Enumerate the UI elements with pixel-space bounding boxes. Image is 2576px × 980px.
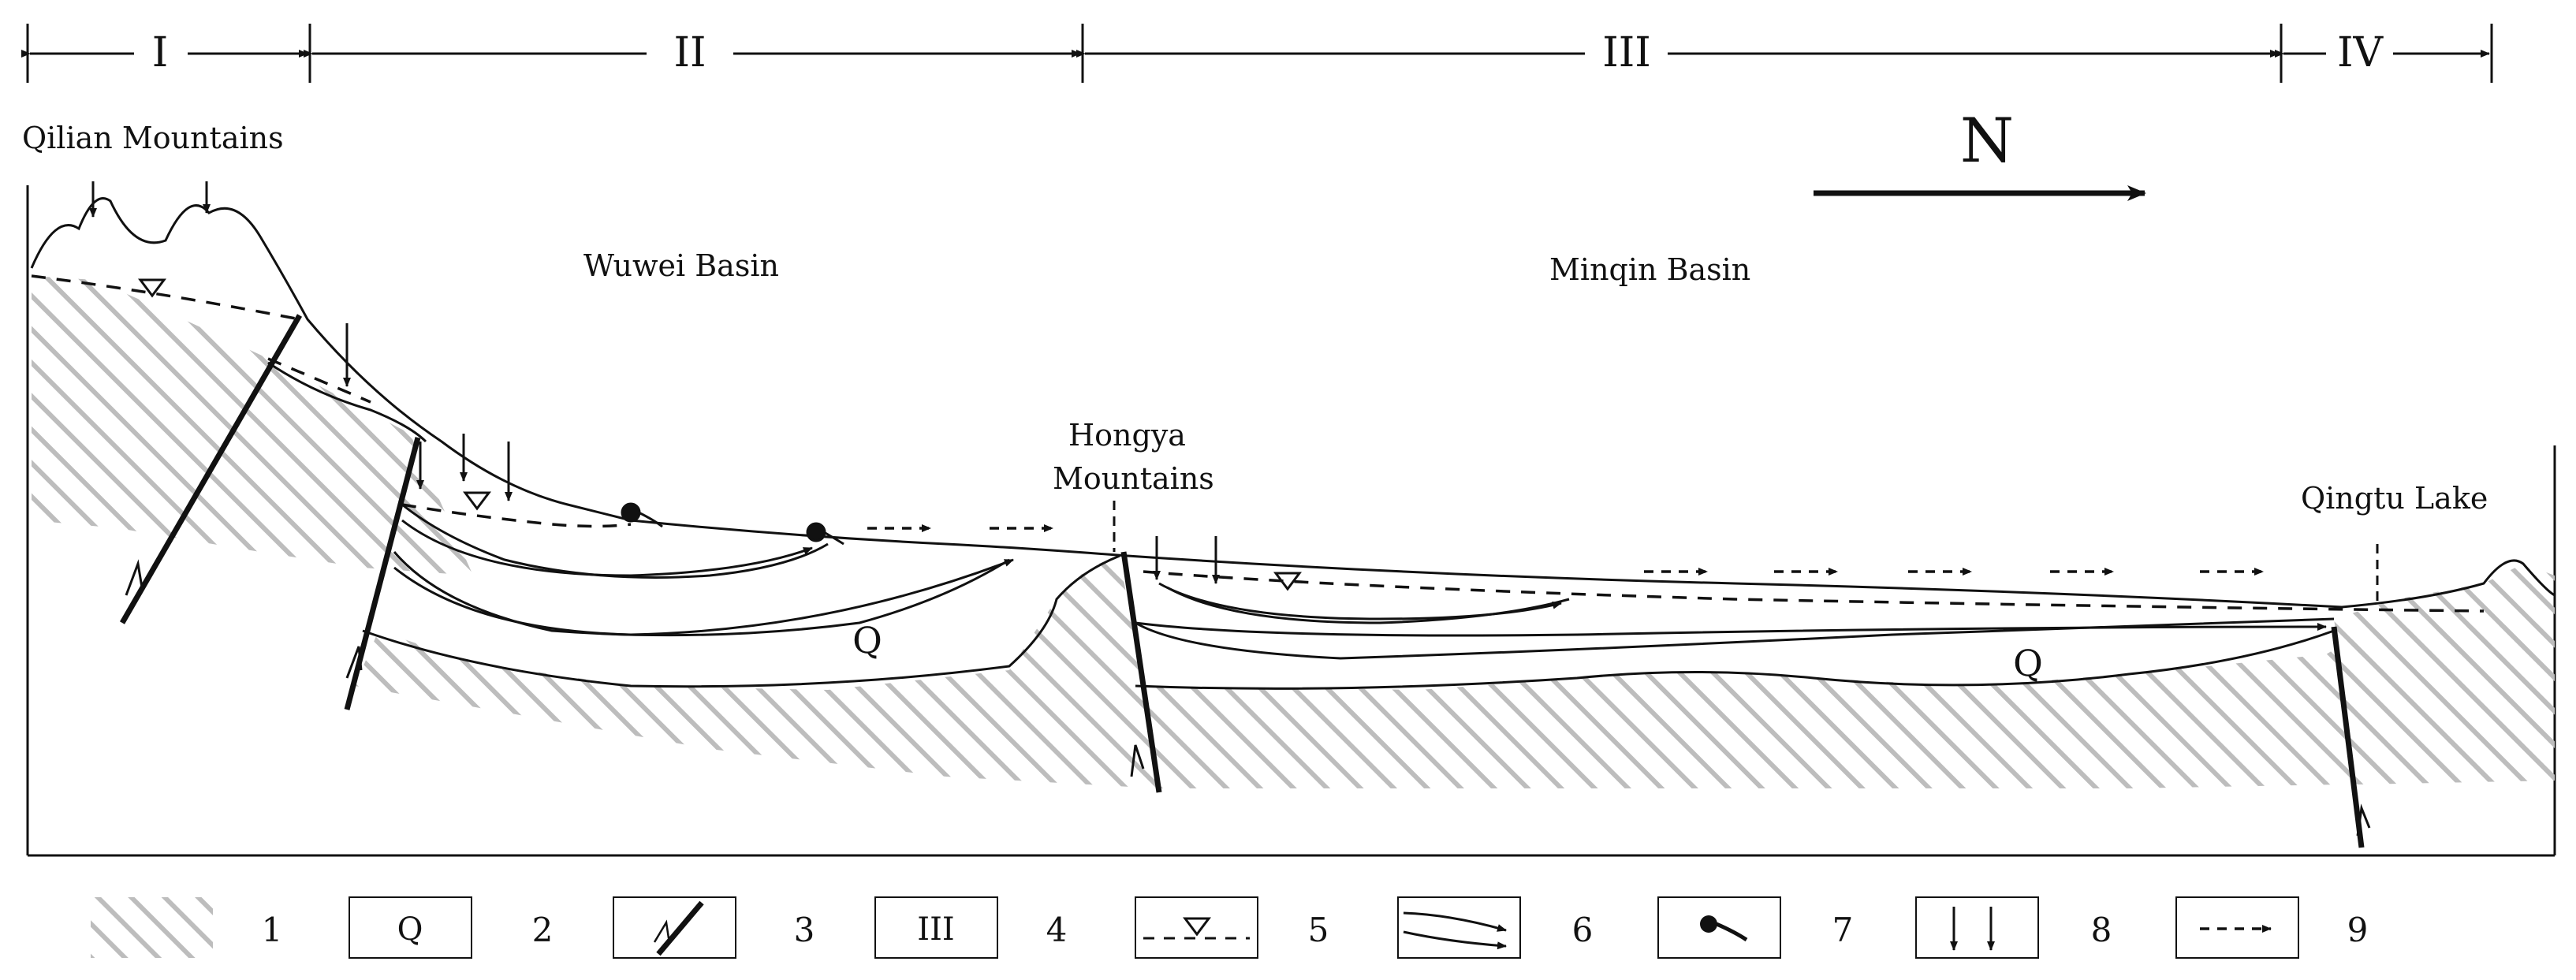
legend-fault-arrow-icon bbox=[653, 919, 670, 943]
location-ticks bbox=[1113, 501, 2379, 603]
legend-flow-icon bbox=[1403, 911, 1507, 932]
label-qilian-mountains: Qilian Mountains bbox=[22, 121, 284, 155]
legend-num-2: 2 bbox=[532, 911, 554, 949]
legend-num-8: 8 bbox=[2091, 911, 2112, 949]
legend-box-recharge bbox=[1915, 896, 2039, 959]
quaternary-label-minqin: Q bbox=[2013, 642, 2043, 684]
legend-num-5: 5 bbox=[1308, 911, 1329, 949]
legend-box-zone bbox=[874, 896, 998, 959]
legend-num-1: 1 bbox=[262, 911, 283, 949]
zone-bar bbox=[21, 24, 2493, 83]
legend-num-7: 7 bbox=[1832, 911, 1854, 949]
quaternary-label-wuwei: Q bbox=[852, 619, 882, 661]
legend-box-fault bbox=[613, 896, 736, 959]
faults bbox=[119, 314, 2365, 848]
legend-box-spring bbox=[1657, 896, 1781, 959]
recharge-arrows bbox=[89, 181, 1220, 584]
label-qingtu-lake: Qingtu Lake bbox=[2301, 481, 2488, 516]
legend-num-4: 4 bbox=[1046, 911, 1068, 949]
surface-flow-arrows bbox=[867, 524, 2264, 576]
bedrock-wuwei bbox=[355, 556, 1159, 788]
legend-box-q bbox=[349, 896, 472, 959]
legend-num-9: 9 bbox=[2347, 911, 2369, 949]
label-hongya-line1: Hongya bbox=[1068, 418, 1186, 453]
legend-fault-icon bbox=[656, 900, 704, 956]
flow-lines bbox=[393, 519, 2327, 637]
spring-icons bbox=[621, 502, 844, 546]
bedrock-left bbox=[32, 276, 473, 576]
bedrock-minqin bbox=[1135, 623, 2555, 788]
zone-label-III: III bbox=[1602, 29, 1651, 76]
legend-num-6: 6 bbox=[1572, 911, 1594, 949]
zone-label-II: II bbox=[673, 29, 706, 76]
legend-num-3: 3 bbox=[794, 911, 815, 949]
legend-water-table-icon bbox=[1183, 917, 1211, 937]
legend: 1 Q 2 3 III 4 5 6 7 8 9 bbox=[91, 896, 2369, 959]
label-hongya-line2: Mountains bbox=[1053, 461, 1214, 496]
legend-swatch-hatch bbox=[91, 897, 213, 958]
legend-spring-icon bbox=[1700, 915, 1717, 933]
label-minqin-basin: Minqin Basin bbox=[1549, 252, 1750, 287]
zone-label-IV: IV bbox=[2337, 29, 2384, 76]
fault-motion-arrows bbox=[125, 559, 2371, 837]
ground-surface bbox=[30, 197, 2555, 609]
zone-label-I: I bbox=[152, 29, 169, 76]
water-table bbox=[31, 274, 2485, 613]
legend-box-flow bbox=[1397, 896, 1521, 959]
bedrock-qingtu bbox=[2334, 564, 2555, 784]
legend-zone-text: III bbox=[917, 911, 954, 948]
legend-q-text: Q bbox=[397, 911, 423, 948]
water-table-markers bbox=[138, 278, 1302, 591]
label-wuwei-basin: Wuwei Basin bbox=[583, 248, 779, 283]
north-label: N bbox=[1960, 106, 2014, 177]
